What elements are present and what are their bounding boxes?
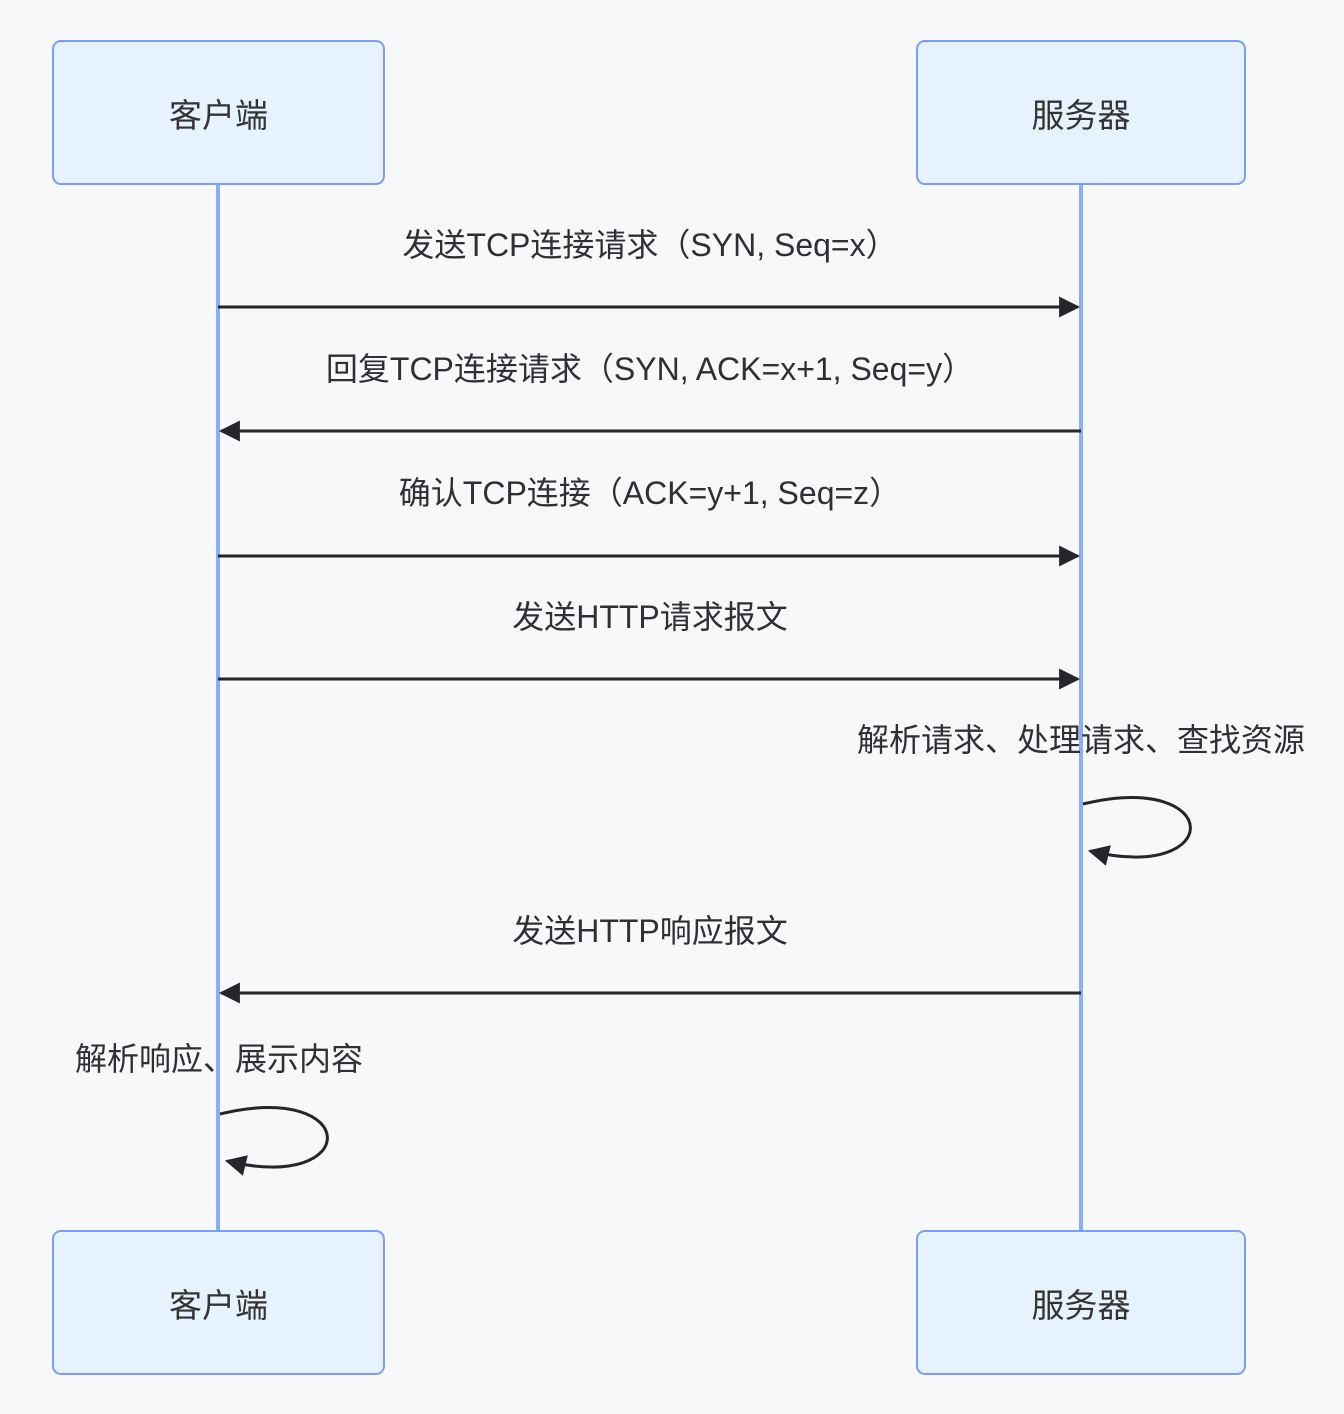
actor-server-bottom: 服务器 [916, 1230, 1246, 1375]
actor-client-bottom: 客户端 [52, 1230, 385, 1375]
message-label-syn: 发送TCP连接请求（SYN, Seq=x） [402, 227, 898, 263]
actor-client-top: 客户端 [52, 40, 385, 185]
self-loop-server [1082, 796, 1192, 866]
message-label-server-processing: 解析请求、处理请求、查找资源 [856, 722, 1305, 758]
actor-client-top-label: 客户端 [169, 96, 268, 134]
message-label-http-response: 发送HTTP响应报文 [512, 913, 788, 949]
message-label-ack: 确认TCP连接（ACK=y+1, Seq=z） [398, 475, 902, 511]
actor-server-bottom-label: 服务器 [1031, 1286, 1131, 1324]
self-loop-client [219, 1106, 329, 1176]
actor-server-top-label: 服务器 [1031, 96, 1131, 134]
message-label-http-request: 发送HTTP请求报文 [512, 599, 788, 635]
actor-server-top: 服务器 [916, 40, 1246, 185]
actor-client-bottom-label: 客户端 [169, 1286, 268, 1324]
message-label-client-render: 解析响应、展示内容 [74, 1041, 363, 1077]
message-label-syn-ack: 回复TCP连接请求（SYN, ACK=x+1, Seq=y） [325, 351, 975, 387]
